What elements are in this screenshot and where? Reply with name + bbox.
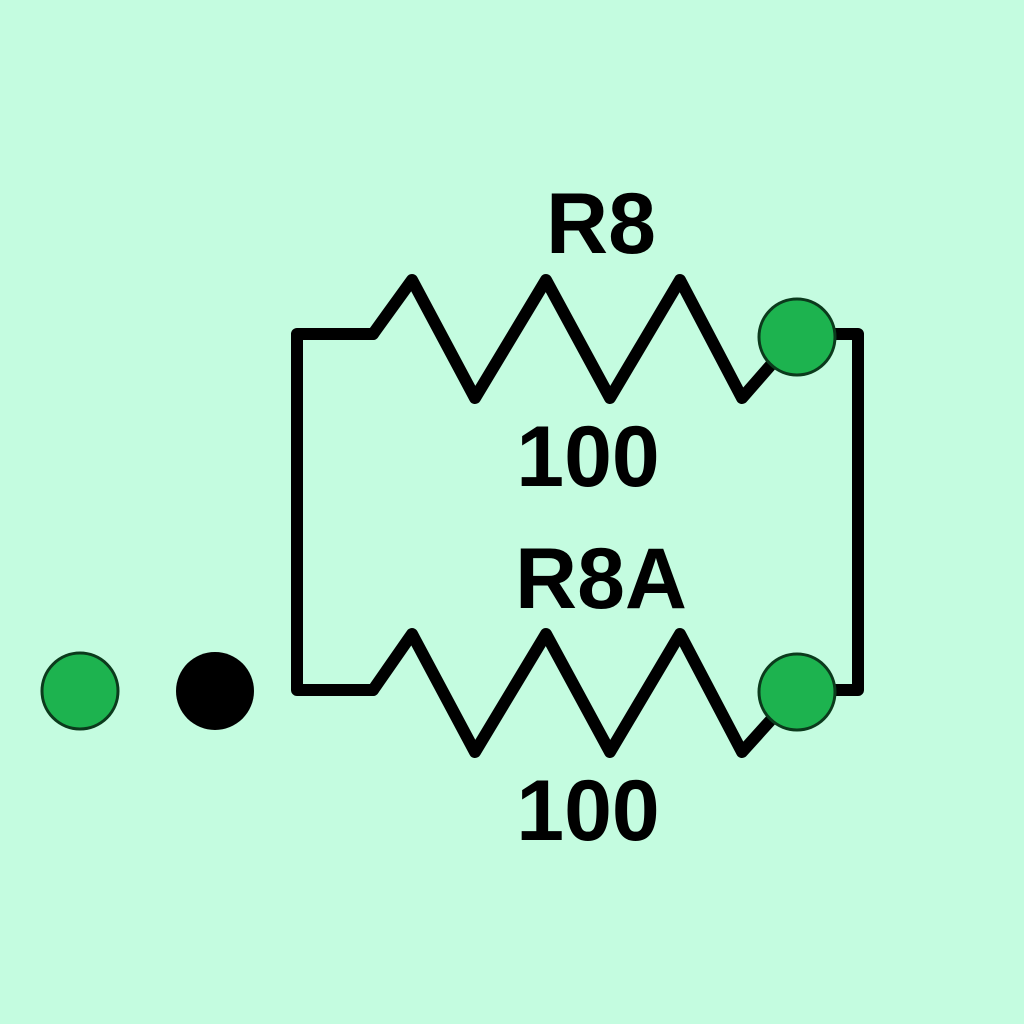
resistor-r8-value: 100 <box>516 409 660 505</box>
resistor-r8a-designator: R8A <box>515 531 687 627</box>
right-bus-wire <box>792 328 864 696</box>
left-bus-wire <box>291 328 379 696</box>
resistor-r8a-value: 100 <box>516 763 660 859</box>
resistor-r8-designator: R8 <box>546 176 656 272</box>
terminal-node-left-black[interactable] <box>176 652 254 730</box>
resistor-r8: R8 100 <box>367 176 804 505</box>
terminal-node-bottom-right[interactable] <box>757 652 837 732</box>
terminal-node-top-right[interactable] <box>757 297 837 377</box>
resistor-r8a: R8A 100 <box>367 531 804 859</box>
terminal-node-left-green[interactable] <box>40 651 120 731</box>
resistor-r8a-zigzag <box>367 628 804 758</box>
resistor-r8-zigzag <box>367 274 804 404</box>
